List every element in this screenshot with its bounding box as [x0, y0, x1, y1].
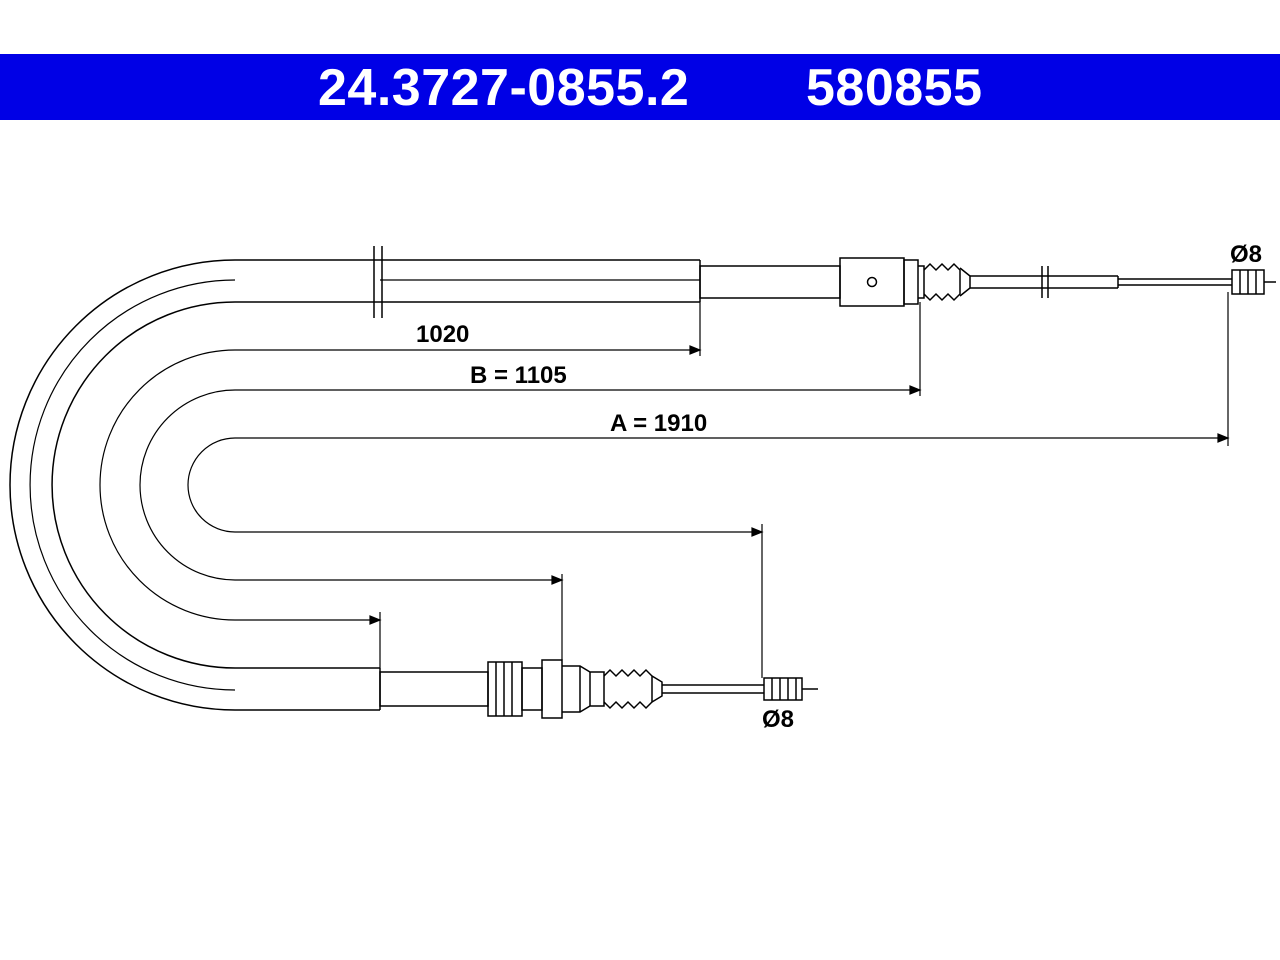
- dimension-line-b: [139, 302, 922, 660]
- cable-sheath: [9, 259, 701, 711]
- dimension-label-b: B = 1105: [470, 362, 567, 389]
- dimension-label-a: A = 1910: [610, 410, 707, 437]
- dimension-line-1020: [99, 302, 702, 668]
- bottom-diameter-label: Ø8: [762, 706, 794, 733]
- header-bar: [0, 54, 1280, 120]
- part-number: 24.3727-0855.2: [318, 59, 690, 117]
- bottom-end-fitting: [379, 659, 818, 719]
- top-diameter-label: Ø8: [1230, 241, 1262, 268]
- dimension-label-1020: 1020: [416, 321, 469, 348]
- dimension-line-a: [187, 292, 1230, 678]
- sheath-clip: [373, 246, 383, 318]
- top-end-fitting: [699, 257, 1276, 307]
- reference-number: 580855: [806, 59, 983, 117]
